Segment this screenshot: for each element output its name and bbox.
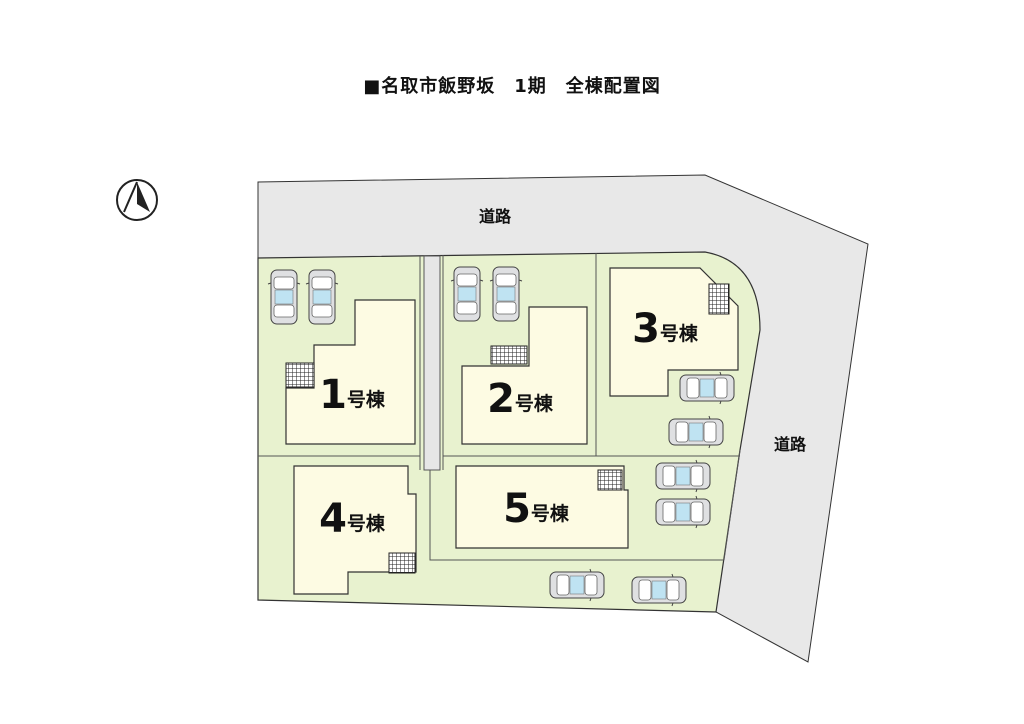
house-4 [293, 465, 417, 595]
road-label-east: 道路 [774, 435, 807, 454]
lot-label-5: 5号棟 [503, 486, 570, 532]
house-5 [455, 465, 629, 549]
car-icon [450, 266, 484, 322]
car-icon [549, 568, 605, 602]
car-icon [655, 459, 711, 493]
north-arrow-icon [116, 179, 158, 221]
lot-label-4: 4号棟 [319, 496, 386, 542]
car-icon [267, 269, 301, 325]
road-label-north: 道路 [479, 207, 512, 226]
lot-lines [258, 253, 741, 561]
deck-grid-2 [490, 345, 528, 365]
car-icon [631, 573, 687, 607]
passage [423, 255, 441, 471]
house-1 [285, 299, 416, 445]
lot-label-2: 2号棟 [487, 376, 554, 422]
deck-grid-5 [597, 469, 623, 491]
deck-grid-3 [708, 283, 730, 315]
lot-label-3: 3号棟 [632, 306, 699, 352]
deck-grid-1 [285, 362, 315, 388]
car-icon [668, 415, 724, 449]
car-icon [305, 269, 339, 325]
house-2 [461, 306, 588, 445]
car-icon [655, 495, 711, 529]
house-3 [609, 267, 739, 397]
lot-label-1: 1号棟 [319, 372, 386, 418]
car-icon [679, 371, 735, 405]
car-icon [489, 266, 523, 322]
page-title: ■名取市飯野坂 1期 全棟配置図 [363, 76, 661, 97]
deck-grid-4 [388, 552, 416, 574]
